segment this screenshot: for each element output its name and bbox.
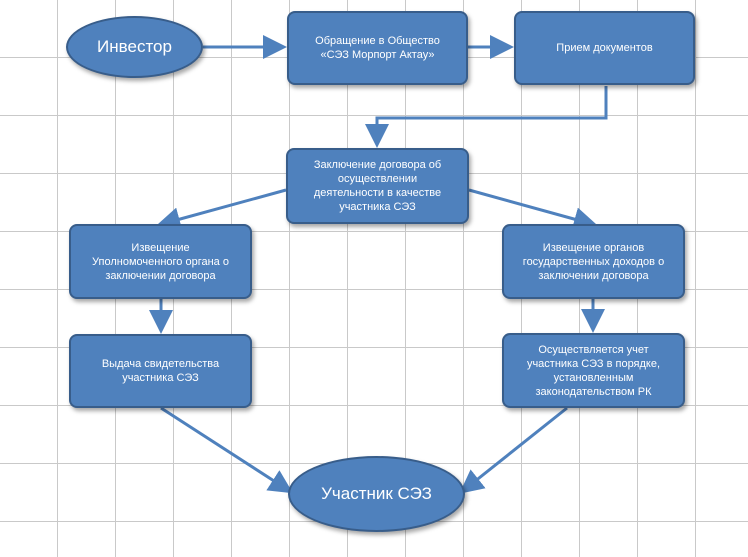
arrow-contract-to-notify-revenue	[468, 188, 598, 231]
contract-node: Заключение договора об осуществлении дея…	[286, 148, 469, 224]
investor-node: Инвестор	[66, 16, 203, 78]
receipt-node: Прием документов	[514, 11, 695, 85]
arrow-contract-to-notify-authorized	[156, 188, 287, 231]
arrow-accounting-to-participant	[459, 406, 568, 494]
notify-revenue-node: Извещение органов государственных доходо…	[502, 224, 685, 299]
accounting-node: Осуществляется учет участника СЭЗ в поря…	[502, 333, 685, 408]
arrow-certificate-to-participant	[160, 406, 294, 494]
certificate-node: Выдача свидетельства участника СЭЗ	[69, 334, 252, 408]
participant-node: Участник СЭЗ	[288, 456, 465, 532]
appeal-node: Обращение в Общество «СЭЗ Морпорт Актау»	[287, 11, 468, 85]
notify-authorized-node: Извещение Уполномоченного органа о заклю…	[69, 224, 252, 299]
arrow-receipt-to-contract	[365, 86, 608, 148]
